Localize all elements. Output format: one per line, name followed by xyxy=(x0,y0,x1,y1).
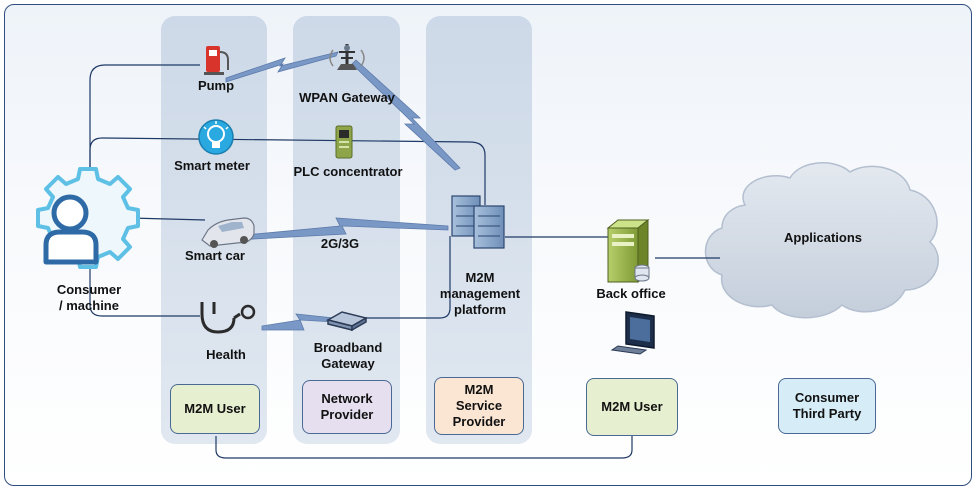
platform-label: M2M management platform xyxy=(428,270,532,318)
pump-label: Pump xyxy=(197,78,235,93)
third-party-line2: Third Party xyxy=(792,406,862,421)
antenna-icon xyxy=(329,44,365,70)
consumer-label: Consumer / machine xyxy=(44,282,134,314)
m2m-user-right-text: M2M User xyxy=(601,399,663,414)
router-icon xyxy=(326,311,368,332)
monitor-icon xyxy=(610,311,655,355)
broadband-label-line1: Broadband xyxy=(313,340,383,355)
cellular-label: 2G/3G xyxy=(320,236,360,251)
radio-links xyxy=(225,51,461,331)
applications-label: Applications xyxy=(783,230,862,245)
smart-car-label: Smart car xyxy=(185,248,245,263)
wires xyxy=(89,64,720,459)
m2m-user-box-left: M2M User xyxy=(170,384,260,434)
stethoscope-icon xyxy=(200,302,256,334)
wpan-gateway-label: WPAN Gateway xyxy=(299,90,395,105)
network-provider-line1: Network xyxy=(321,391,373,406)
m2m-user-box-right: M2M User xyxy=(586,378,678,436)
smart-meter-label: Smart meter xyxy=(174,158,250,173)
network-provider-line2: Provider xyxy=(320,407,374,422)
server-rack-icon xyxy=(451,195,505,249)
fuel-pump-icon xyxy=(204,46,229,75)
platform-label-line3: platform xyxy=(454,302,506,317)
platform-label-line2: management xyxy=(439,286,521,301)
service-provider-line1: M2M xyxy=(464,382,494,397)
applications-cloud-icon xyxy=(704,162,939,319)
m2m-user-left-text: M2M User xyxy=(184,401,246,416)
health-label: Health xyxy=(206,347,246,362)
service-provider-line2: Service xyxy=(455,398,503,413)
third-party-line1: Consumer xyxy=(794,390,860,405)
broadband-label-line2: Gateway xyxy=(321,356,375,371)
service-provider-line3: Provider xyxy=(452,414,506,429)
consumer-gear-person-icon xyxy=(36,167,140,269)
broadband-gateway-label: Broadband Gateway xyxy=(298,340,398,372)
back-office-label: Back office xyxy=(596,286,666,301)
plc-concentrator-label: PLC concentrator xyxy=(293,164,403,179)
m2m-service-provider-box: M2M Service Provider xyxy=(434,377,524,435)
network-provider-box: Network Provider xyxy=(302,380,392,434)
lightbulb-icon xyxy=(198,119,234,155)
consumer-label-line1: Consumer xyxy=(56,282,122,297)
consumer-third-party-box: Consumer Third Party xyxy=(778,378,876,434)
server-tower-icon xyxy=(606,218,650,284)
concentrator-icon xyxy=(335,125,353,159)
car-icon xyxy=(201,217,255,248)
consumer-label-line2: / machine xyxy=(59,298,119,313)
platform-label-line1: M2M xyxy=(465,270,495,285)
